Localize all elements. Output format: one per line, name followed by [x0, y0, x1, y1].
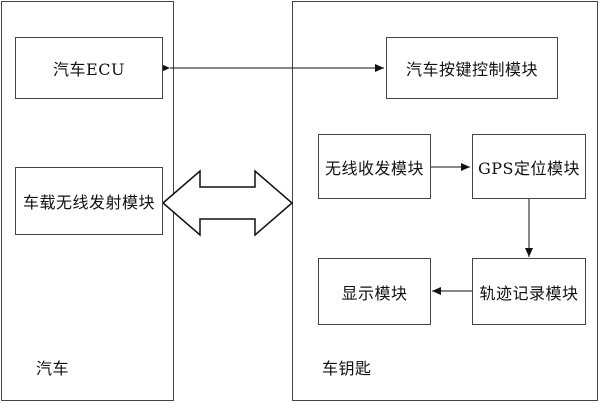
car-wireless-tx-block: 车载无线发射模块: [15, 167, 163, 235]
wireless-double-arrow: [161, 169, 294, 237]
display-label: 显示模块: [341, 283, 408, 303]
gps-block: GPS定位模块: [472, 134, 586, 199]
key-group-label: 车钥匙: [322, 359, 372, 378]
car-ecu-block: 汽车ECU: [15, 37, 163, 99]
car-wireless-tx-label: 车载无线发射模块: [22, 193, 155, 212]
gps-label: GPS定位模块: [477, 158, 580, 178]
car-ecu-label: 汽车ECU: [53, 60, 125, 79]
key-container: [292, 1, 598, 401]
track-record-block: 轨迹记录模块: [472, 258, 586, 325]
car-group-label: 汽车: [36, 359, 70, 378]
wireless-rx-block: 无线收发模块: [318, 134, 431, 199]
button-control-label: 汽车按键控制模块: [405, 60, 538, 79]
button-control-block: 汽车按键控制模块: [386, 37, 558, 99]
track-record-label: 轨迹记录模块: [479, 283, 579, 303]
wireless-rx-label: 无线收发模块: [324, 158, 424, 178]
display-block: 显示模块: [318, 258, 431, 325]
